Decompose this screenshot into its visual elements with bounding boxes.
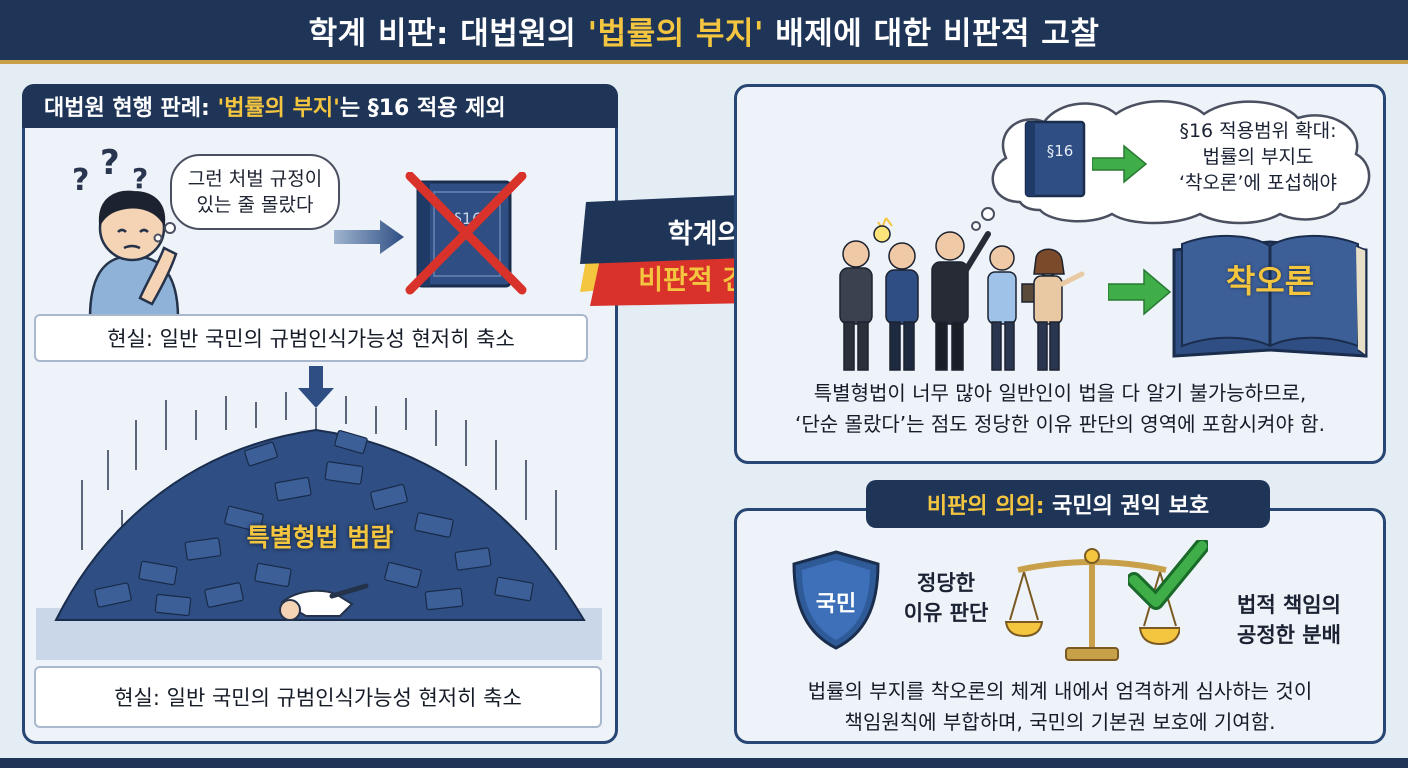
thought-bubble-tail <box>153 222 176 243</box>
book-pile-illustration <box>36 392 602 660</box>
cloud-text: §16 적용범위 확대: 법률의 부지도 ‘착오론’에 포섭해야 <box>1179 120 1337 194</box>
right-bottom-paragraph: 법률의 부지를 착오론의 체계 내에서 엄격하게 심사하는 것이 책임원칙에 부… <box>807 679 1313 734</box>
scholars-group-illustration <box>839 217 1085 371</box>
caption-reality-top: 현실: 일반 국민의 규범인식가능성 현저히 축소 <box>34 314 588 362</box>
thought-bubble: 그런 처벌 규정이 있는 줄 몰랐다 <box>170 154 340 230</box>
right-top-paragraph: 특별형법이 너무 많아 일반인이 법을 다 알기 불가능하므로, ‘단순 몰랐다… <box>795 381 1325 436</box>
arrow-green-icon-2 <box>1108 268 1172 316</box>
pile-label: 특별형법 범람 <box>246 523 394 552</box>
left-panel-heading: 대법원 현행 판례: '법률의 부지'는 §16 적용 제외 <box>22 84 618 128</box>
svg-text:?: ? <box>72 163 89 198</box>
svg-text:?: ? <box>132 162 148 195</box>
center-banner-line1: 학계의 <box>667 219 743 250</box>
crossed-book-icon: §16 <box>405 172 527 295</box>
scales-icon <box>1004 548 1180 661</box>
label-fair-distribution: 법적 책임의 공정한 분배 <box>1237 593 1341 647</box>
open-book-icon <box>1172 235 1368 358</box>
label-justified-reason: 정당한 이유 판단 <box>903 571 989 625</box>
cloud-tail <box>971 207 995 231</box>
open-book-label: 착오론 <box>1225 262 1315 300</box>
page-title: 학계 비판: 대법원의 '법률의 부지' 배제에 대한 비판적 고찰 <box>308 15 1100 52</box>
caption-reality-bottom: 현실: 일반 국민의 규범인식가능성 현저히 축소 <box>34 666 602 728</box>
check-icon <box>1128 540 1208 610</box>
significance-heading: 비판의 의의: 국민의 권익 보호 <box>866 480 1270 528</box>
section16-book-icon: §16 <box>1024 120 1086 198</box>
svg-text:?: ? <box>100 148 120 183</box>
arrow-down-icon <box>298 366 334 408</box>
bottom-bar <box>0 758 1408 768</box>
shield-icon <box>792 550 880 650</box>
svg-text:§16: §16 <box>1047 142 1074 160</box>
confused-person-illustration: ? ? ? <box>72 148 180 318</box>
arrow-right-icon <box>334 220 404 254</box>
title-bar: 학계 비판: 대법원의 '법률의 부지' 배제에 대한 비판적 고찰 <box>0 0 1408 64</box>
shield-label: 국민 <box>815 592 857 617</box>
arrow-green-icon <box>1092 144 1148 184</box>
